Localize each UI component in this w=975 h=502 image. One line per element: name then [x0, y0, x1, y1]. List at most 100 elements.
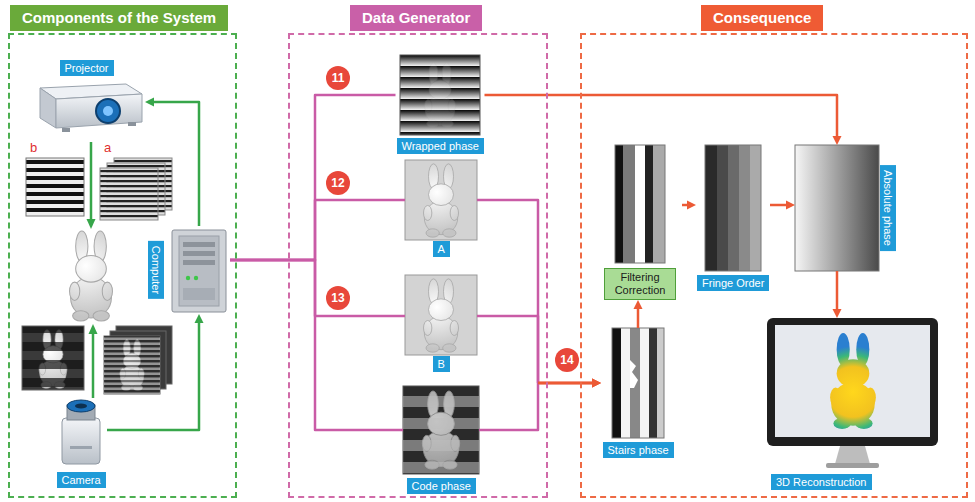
- absolute-phase-image: [795, 145, 879, 271]
- label-text: Filtering Correction: [615, 271, 666, 296]
- b-image: [405, 275, 477, 355]
- monitor-drawing: [767, 318, 938, 446]
- image-label: A: [433, 241, 450, 257]
- callout-number: 13: [326, 286, 350, 310]
- projection-arrow: [87, 142, 96, 229]
- connector-arrow: [477, 316, 601, 388]
- stairs-phase-image: [640, 328, 649, 438]
- fringe-order-image: [739, 145, 750, 271]
- pattern-letter: a: [104, 141, 111, 155]
- stairs-phase-image: [612, 328, 621, 438]
- captured-image-stack: [104, 326, 172, 394]
- image-card: A: [405, 160, 477, 257]
- projector-device: Projector: [28, 60, 145, 142]
- connector-arrow: [477, 200, 601, 388]
- computer-drawing: [186, 276, 190, 280]
- arrow-head: [634, 300, 643, 309]
- camera-device: Camera: [55, 398, 107, 488]
- image-label: Fringe Order: [697, 275, 769, 291]
- connector-arrow: [230, 260, 403, 430]
- arrow-head: [592, 379, 601, 388]
- image-card: Fringe Order: [696, 145, 770, 291]
- a-image: [405, 160, 477, 240]
- corrected-stairs-image: [623, 145, 635, 263]
- connector-arrow: [230, 260, 405, 316]
- connector-arrow: [770, 201, 795, 210]
- callout-number: 12: [326, 171, 350, 195]
- system-panel: Components of the SystemProjectorCompute…: [8, 33, 237, 498]
- arrow-head: [833, 309, 842, 318]
- connector-line: [230, 200, 405, 260]
- bunny-object: [70, 231, 113, 321]
- arrow-head: [786, 201, 795, 210]
- label-text: Fringe Order: [702, 277, 764, 289]
- captured-image: [22, 326, 84, 390]
- wrapped-phase-image: [400, 55, 480, 135]
- computer-drawing: [172, 230, 226, 312]
- projector-drawing: [40, 84, 142, 132]
- fringe-order-image: [705, 145, 761, 271]
- label-text: Consequence: [713, 9, 811, 26]
- computer-drawing: [183, 260, 215, 265]
- image-card: Code phase: [403, 386, 479, 494]
- projector-drawing: [96, 99, 120, 123]
- connector-line: [770, 204, 787, 207]
- connector-line: [477, 200, 538, 383]
- pattern-letter: b: [30, 141, 37, 155]
- label-text: A: [438, 243, 445, 255]
- absolute-phase-image: [795, 145, 879, 271]
- connector-arrow: [833, 271, 842, 318]
- computer-drawing: [183, 251, 215, 256]
- label-text: Data Generator: [362, 9, 470, 26]
- connector-arrow: [479, 379, 601, 431]
- camera-drawing: [62, 400, 100, 464]
- monitor-drawing: [775, 325, 930, 437]
- callout-number: 11: [326, 66, 350, 90]
- image-label: Stairs phase: [603, 442, 674, 458]
- image-label: 3D Reconstruction: [771, 474, 872, 490]
- arrow-head: [592, 379, 601, 388]
- arrow-head: [687, 201, 696, 210]
- computer-drawing: [179, 236, 219, 306]
- connector-line: [230, 260, 405, 316]
- corrected-stairs-image: [615, 145, 623, 263]
- callout-number-text: 12: [331, 176, 344, 190]
- stairs-phase-image: [657, 328, 664, 438]
- computer-drawing: [194, 276, 198, 280]
- label-text: B: [438, 358, 445, 370]
- callout-number-text: 14: [560, 353, 573, 367]
- image-card: Stairs phase: [601, 328, 675, 458]
- computer-drawing: [172, 230, 226, 312]
- monitor-card: 3D Reconstruction: [765, 318, 940, 490]
- fringe-pattern-b: [26, 158, 84, 216]
- connector-line: [485, 95, 838, 137]
- label-text: 3D Reconstruction: [776, 476, 867, 488]
- connector-line: [477, 316, 538, 383]
- label-text: Code phase: [412, 480, 471, 492]
- projector-drawing: [62, 128, 70, 132]
- fringe-order-image: [717, 145, 728, 271]
- label-text: Absolute phase: [882, 170, 894, 246]
- corrected-stairs-image: [653, 145, 665, 263]
- camera-drawing: [75, 403, 87, 408]
- wrapped-phase-image: [400, 55, 480, 135]
- stairs-phase-image: [630, 328, 640, 438]
- label-text: Wrapped phase: [402, 140, 479, 152]
- capture-arrow: [92, 333, 95, 398]
- arrow-head: [592, 379, 601, 388]
- monitor-drawing: [835, 446, 870, 464]
- connector-arrow: [230, 95, 396, 260]
- connector-line: [230, 95, 396, 260]
- a-image: [405, 160, 477, 240]
- fringe-order-image: [705, 145, 717, 271]
- wrapped-phase-image: [425, 63, 456, 128]
- bunny-object: [70, 231, 113, 321]
- connector-arrow: [682, 201, 696, 210]
- panel-header: Consequence: [701, 5, 823, 31]
- projector-drawing: [103, 106, 113, 116]
- image-label: Code phase: [407, 478, 476, 494]
- corrected-stairs-image: [615, 145, 665, 263]
- connector-line: [107, 322, 199, 430]
